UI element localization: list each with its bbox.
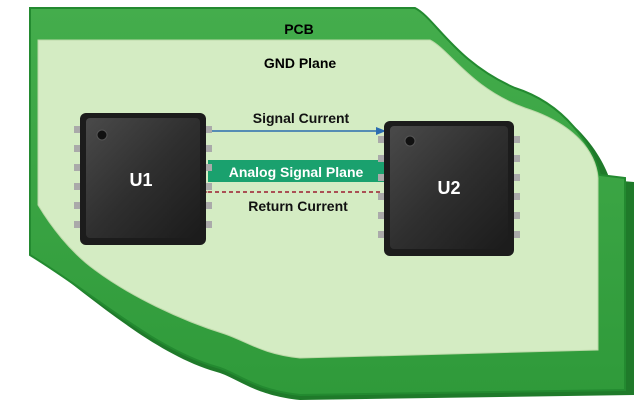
chip-u2: U2 [378, 121, 520, 256]
chip-u2-label: U2 [437, 178, 460, 198]
chip-u2-pins-left [378, 136, 386, 238]
chip-u1-pin1-dot [96, 129, 108, 141]
chip-u1-pins-left [74, 126, 82, 228]
chip-u2-top [390, 126, 508, 249]
return-current-label: Return Current [248, 198, 348, 214]
chip-u2-pin1-dot [404, 135, 416, 147]
chip-u1-label: U1 [129, 170, 152, 190]
analog-signal-plane-strip [208, 160, 384, 182]
chip-u1: U1 [74, 113, 212, 245]
analog-signal-plane-label: Analog Signal Plane [229, 164, 364, 180]
chip-u1-pins-right [204, 126, 212, 228]
signal-current-label: Signal Current [253, 110, 350, 126]
pcb-label: PCB [284, 21, 314, 37]
chip-u1-top [86, 118, 200, 238]
gnd-plane-label: GND Plane [264, 55, 337, 71]
chip-u2-pins-right [512, 136, 520, 238]
